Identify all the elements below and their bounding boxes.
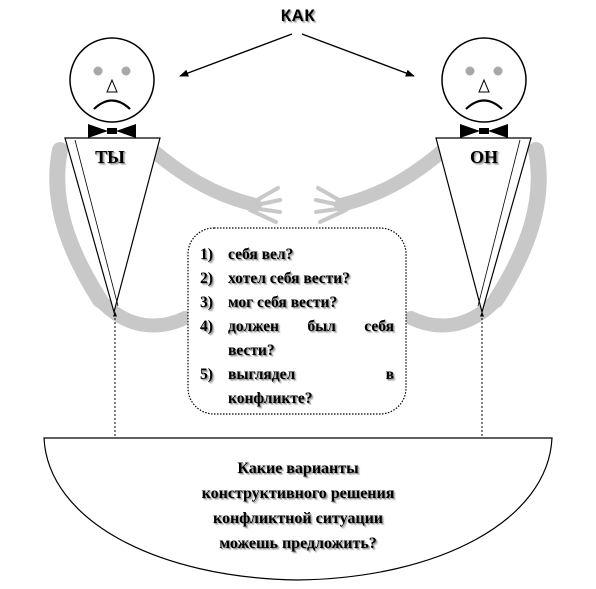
solutions-question: Какие варианты конструктивного решения к…	[90, 456, 506, 556]
right-figure-body	[435, 137, 532, 315]
left-figure-reaching-arm	[143, 141, 262, 212]
question-number: 1)	[200, 246, 213, 263]
right-figure-right-eye-icon	[493, 66, 503, 76]
right-figure-arms	[314, 141, 547, 333]
left-figure	[64, 37, 161, 315]
left-figure-upper-left-arm	[49, 142, 108, 308]
right-figure-nose-icon	[478, 78, 490, 93]
right-figure-reaching-arm	[334, 141, 453, 212]
solutions-bowl	[43, 437, 553, 581]
left-figure-body	[64, 137, 161, 315]
right-figure-bowtie-icon	[460, 124, 508, 138]
left-figure-arms	[49, 141, 282, 333]
question-number: 2)	[200, 270, 213, 287]
top-label-kak: КАК	[280, 6, 316, 25]
left-figure-nose-icon	[106, 78, 118, 93]
question-number: 3)	[200, 294, 213, 311]
right-figure-body-inner-line	[477, 139, 521, 307]
question-item: 4) должен был себя	[200, 315, 394, 339]
right-figure-lower-arm	[404, 293, 503, 333]
left-figure-left-eye-icon	[93, 66, 103, 76]
right-figure-sad-mouth-icon	[465, 99, 503, 110]
question-item: 1) себя вел?	[200, 243, 394, 267]
left-figure-lower-arm	[93, 293, 192, 333]
left-hand-icon	[248, 186, 282, 224]
solutions-question-line: конфликтной ситуации	[212, 510, 384, 527]
left-figure-body-inner-line	[74, 139, 119, 307]
arrow-to-left-figure	[179, 33, 293, 77]
question-item-continuation: конфликте?	[200, 387, 394, 411]
right-figure	[435, 37, 532, 315]
right-hand-icon	[314, 186, 348, 224]
arrow-to-right-figure	[301, 33, 415, 77]
question-item: 5) выглядел в	[200, 363, 394, 387]
right-figure-left-eye-icon	[465, 66, 475, 76]
left-figure-bowtie-icon	[88, 124, 136, 138]
question-item: 2) хотел себя вести?	[200, 267, 394, 291]
right-figure-label: ОН	[469, 147, 498, 167]
question-text: мог себя вести?	[228, 294, 338, 311]
solutions-question-line: можешь предложить?	[219, 535, 377, 552]
question-number: 4)	[200, 318, 213, 335]
left-figure-sad-mouth-icon	[93, 99, 131, 110]
question-item: 3) мог себя вести?	[200, 291, 394, 315]
question-text: хотел себя вести?	[228, 270, 350, 287]
left-figure-label: ТЫ	[95, 147, 125, 167]
questions-box	[187, 227, 407, 415]
questions-list: 1) себя вел? 2) хотел себя вести? 3) мог…	[200, 243, 394, 411]
question-text: выглядел в	[228, 366, 394, 383]
question-item-continuation: вести?	[200, 339, 394, 363]
question-number: 5)	[200, 366, 213, 383]
question-text: должен был себя	[228, 318, 394, 335]
right-figure-upper-right-arm	[488, 142, 547, 308]
question-text: вести?	[228, 342, 275, 359]
solutions-question-line: конструктивного решения	[201, 485, 395, 502]
solutions-question-line: Какие варианты	[237, 460, 359, 477]
question-text: конфликте?	[228, 390, 313, 407]
question-text: себя вел?	[228, 246, 294, 263]
left-figure-right-eye-icon	[121, 66, 131, 76]
